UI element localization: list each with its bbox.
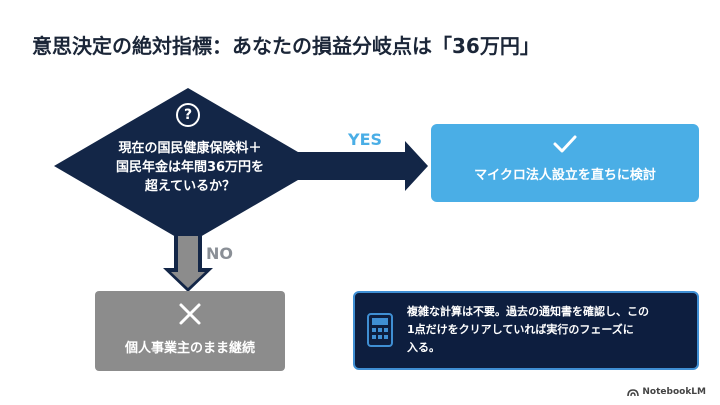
note-line: 1点だけをクリアしていれば実行のフェーズに — [407, 323, 634, 336]
brand-label: NotebookLM — [642, 387, 706, 397]
notebooklm-logo-icon — [627, 388, 640, 396]
question-icon: ? — [176, 103, 200, 127]
no-arrow — [163, 236, 213, 292]
decision-line: 現在の国民健康保険料＋ — [118, 141, 262, 156]
calculator-icon — [367, 313, 393, 347]
yes-result-box: マイクロ法人設立を直ちに検討 — [431, 124, 699, 202]
decision-question: 現在の国民健康保険料＋ 国民年金は年間36万円を 超えているか？ — [85, 139, 295, 196]
yes-arrow — [296, 141, 428, 191]
note-line: 入る。 — [407, 341, 440, 354]
decision-line: 国民年金は年間36万円を — [115, 160, 265, 175]
yes-result-label: マイクロ法人設立を直ちに検討 — [474, 168, 656, 183]
decision-line: 超えているか？ — [144, 179, 236, 194]
note-line: 複雑な計算は不要。過去の通知書を確認し、この — [407, 305, 649, 318]
page-title: 意思決定の絶対指標：あなたの損益分岐点は「36万円」 — [32, 34, 540, 58]
yes-label: YES — [348, 130, 383, 149]
check-icon — [553, 135, 577, 153]
no-label: NO — [206, 244, 233, 263]
note-text: 複雑な計算は不要。過去の通知書を確認し、この 1点だけをクリアしていれば実行のフ… — [407, 303, 692, 357]
note-box: 複雑な計算は不要。過去の通知書を確認し、この 1点だけをクリアしていれば実行のフ… — [353, 291, 699, 370]
no-result-box: 個人事業主のまま継続 — [95, 291, 285, 371]
brand-watermark: NotebookLM — [627, 387, 706, 397]
decision-diamond — [54, 88, 322, 244]
cross-icon — [179, 303, 201, 325]
no-result-label: 個人事業主のまま継続 — [124, 341, 255, 356]
